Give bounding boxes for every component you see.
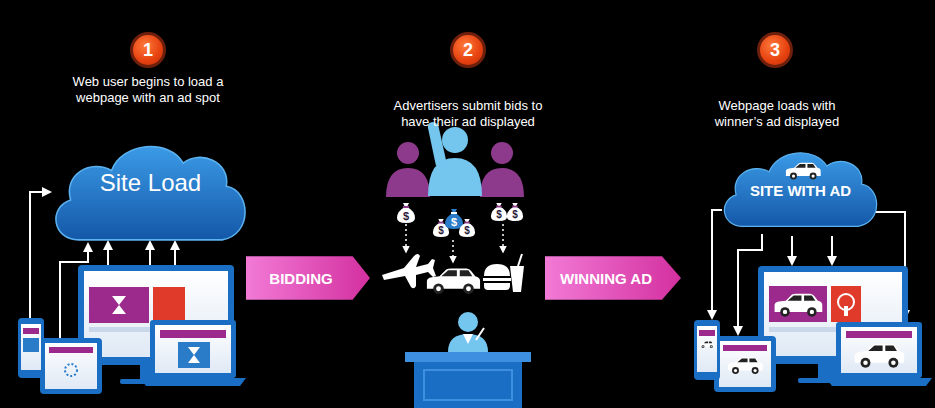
money-bag: $ [458, 218, 476, 238]
bid-arrows [406, 224, 503, 262]
bidders [386, 122, 524, 197]
step-arrow: BIDDING [246, 252, 370, 304]
step-number: 3 [757, 32, 793, 68]
dollar-sign: $ [403, 210, 409, 223]
step-description: Webpage loads with winner’s ad displayed [702, 98, 852, 130]
step-number: 2 [450, 32, 486, 68]
node-label: SITE WITH AD [750, 182, 851, 199]
step-description: Advertisers submit bids to have their ad… [378, 98, 558, 130]
dollar-sign: $ [512, 209, 518, 221]
money-bag: $ [490, 202, 508, 222]
ad-items [382, 254, 524, 294]
step-digit: 2 [463, 40, 473, 60]
dollar-sign: $ [451, 216, 457, 229]
money-bag: $ [396, 202, 416, 224]
auctioneer [405, 312, 531, 408]
node-label: WINNING AD [560, 270, 652, 287]
step-arrow: WINNING AD [545, 252, 681, 304]
step-number: 1 [130, 32, 166, 68]
node-label: Site Load [100, 170, 201, 196]
cloud-box: Site Load [48, 138, 253, 243]
money-bag: $ [506, 202, 524, 222]
step-digit: 3 [770, 40, 780, 60]
step-digit: 1 [143, 40, 153, 60]
dollar-sign: $ [438, 225, 444, 237]
cloud-box: SITE WITH AD [718, 140, 883, 235]
dollar-sign: $ [496, 209, 502, 221]
node-label: BIDDING [269, 270, 332, 287]
dollar-sign: $ [464, 225, 470, 237]
right-devices [694, 210, 932, 392]
step-description: Web user begins to load a webpage with a… [58, 74, 238, 106]
